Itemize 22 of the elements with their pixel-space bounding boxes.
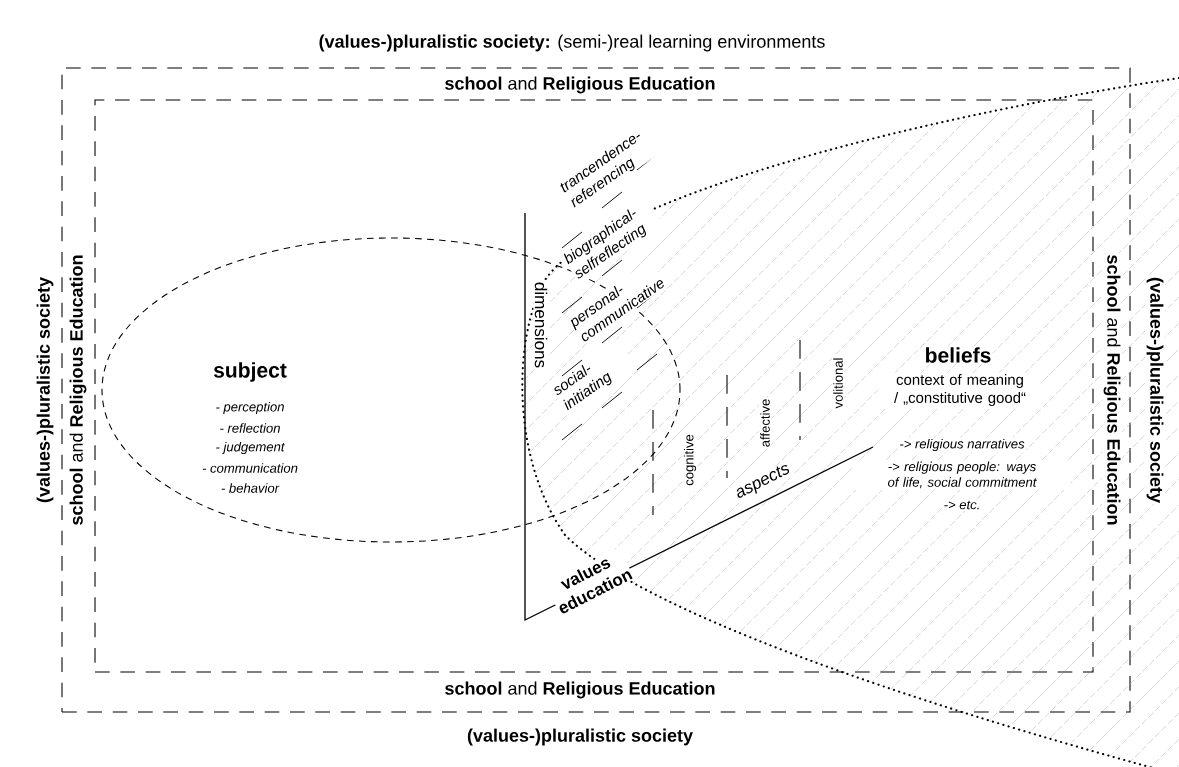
frame-label: school and Religious Education (443, 680, 717, 700)
node-label: context of meaning / „constitutive good“ (894, 374, 1026, 406)
heading: subject (213, 362, 287, 382)
list-item: -> religious people: ways of life, social commitment (853, 460, 1071, 490)
list-item: -> etc. (942, 499, 982, 511)
frame-label: school and Religious Education (443, 75, 717, 95)
list-item: - perception (216, 401, 284, 415)
list-item: - judgement (216, 441, 285, 455)
list-item: - communication (202, 463, 298, 473)
frame-label: (values-)pluralistic society (465, 727, 695, 747)
list-item: - reflection (220, 423, 280, 433)
axis-label: dimensions (533, 280, 549, 370)
frame-label: (values-)pluralistic society (1145, 275, 1165, 505)
dashed-frame (94, 99, 1094, 673)
body-text: context of meaning / „constitutive good“ (878, 372, 1042, 408)
list-item: - behavior (221, 483, 280, 493)
frame-label: school and Religious Education (68, 253, 88, 527)
frame-label: (values-)pluralistic society: (semi-)real learning environments (317, 33, 827, 53)
frame-label: school and Religious Education (1102, 253, 1122, 527)
dashed-frame (61, 67, 1131, 713)
frame-label: (values-)pluralistic society (35, 275, 55, 505)
node-label: -> religious people: ways of life, social commitment (887, 461, 1037, 489)
